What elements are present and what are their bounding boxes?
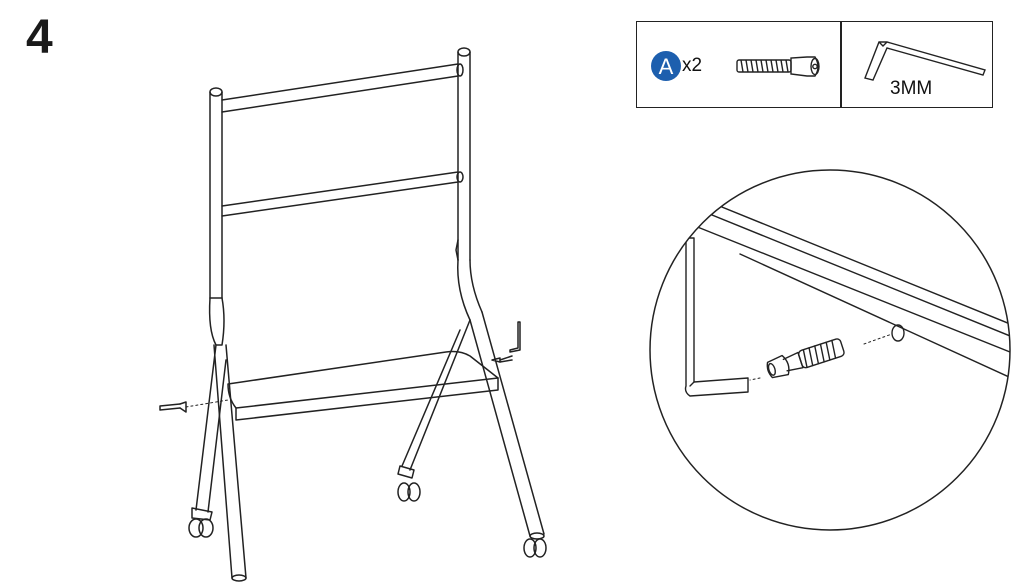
part-badge: A xyxy=(651,51,681,81)
stand-assembly-illustration xyxy=(159,47,547,582)
parts-divider xyxy=(840,22,842,107)
hex-key-icon xyxy=(864,41,986,81)
part-quantity: x2 xyxy=(682,55,703,76)
detail-zoom-circle xyxy=(649,169,1011,531)
bolt-icon xyxy=(736,56,820,77)
tool-size-label: 3MM xyxy=(890,78,933,99)
parts-legend: A x2 3MM xyxy=(636,21,993,108)
step-number: 4 xyxy=(26,11,53,64)
